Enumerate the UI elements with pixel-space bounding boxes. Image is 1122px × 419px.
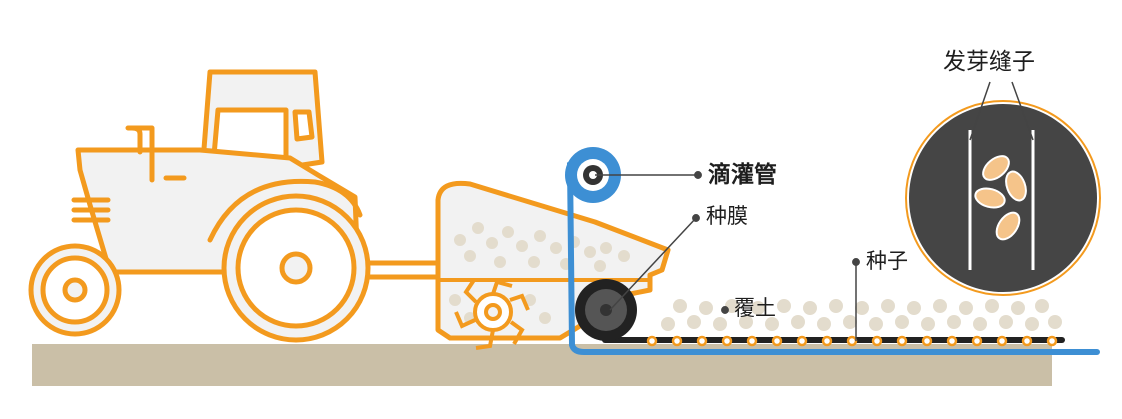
label-sprouting-seam: 发芽缝子: [943, 49, 1035, 75]
leader-lines: [595, 81, 1034, 341]
label-soil-cover: 覆土: [734, 296, 776, 320]
film-roller: [575, 279, 637, 341]
seed-row: [646, 335, 1058, 347]
front-wheel-hub: [62, 277, 88, 303]
rear-wheel-hub: [279, 251, 313, 285]
label-seed: 种子: [866, 249, 908, 273]
label-drip-tube: 滴灌管: [708, 162, 777, 188]
dot-soil-cover: [721, 306, 729, 314]
soil-cover-dots: [661, 299, 1062, 331]
sprouting-seam-inset: [905, 100, 1101, 296]
exhaust-pipe: [125, 125, 155, 183]
rear-fender: [207, 178, 363, 243]
front-grille: [71, 197, 111, 223]
cab-side-window: [292, 109, 315, 142]
leader-seam-right: [1011, 81, 1034, 141]
leader-seam-left: [969, 81, 991, 141]
drip-tube-reel: [565, 147, 621, 203]
seeding-wheel: [454, 278, 530, 350]
tractor: [28, 69, 483, 343]
leader-mulch-film: [609, 217, 697, 311]
drip-tube-line: [566, 157, 1100, 355]
inset-seeds: [974, 155, 1027, 241]
label-mulch-film: 种膜: [706, 204, 748, 228]
